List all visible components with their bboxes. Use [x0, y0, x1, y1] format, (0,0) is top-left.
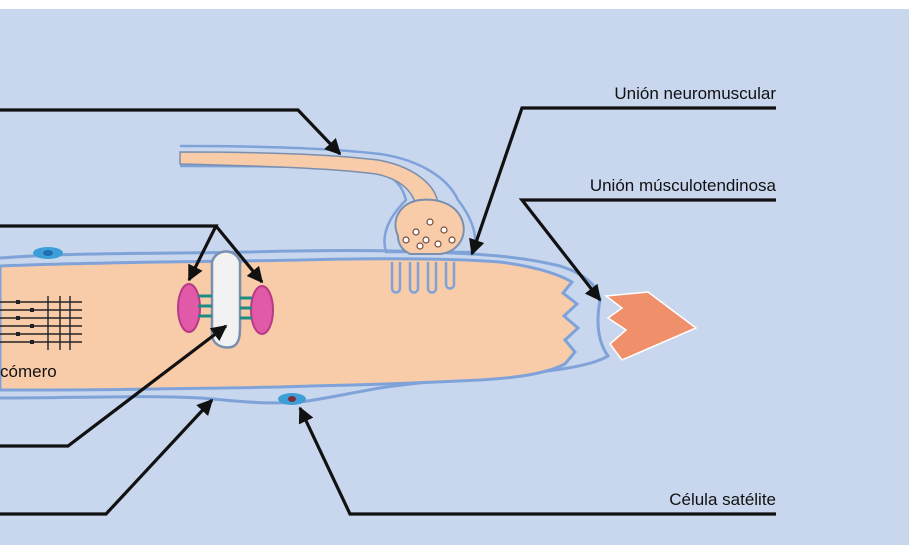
- label-satellite: Célula satélite: [669, 490, 776, 509]
- muscle-fiber: [0, 259, 578, 390]
- tendon: [606, 292, 696, 360]
- label-neuromuscular: Unión neuromuscular: [614, 84, 776, 103]
- cisterna-left: [178, 284, 200, 332]
- sarcomere-label: cómero: [0, 362, 57, 381]
- motor-axon: [180, 152, 438, 206]
- label-musculotendinous: Unión músculotendinosa: [590, 176, 777, 195]
- axon-terminal: [395, 200, 463, 254]
- satellite-cell: [278, 393, 306, 405]
- cisterna-right: [251, 286, 273, 334]
- myonucleus: [33, 247, 63, 259]
